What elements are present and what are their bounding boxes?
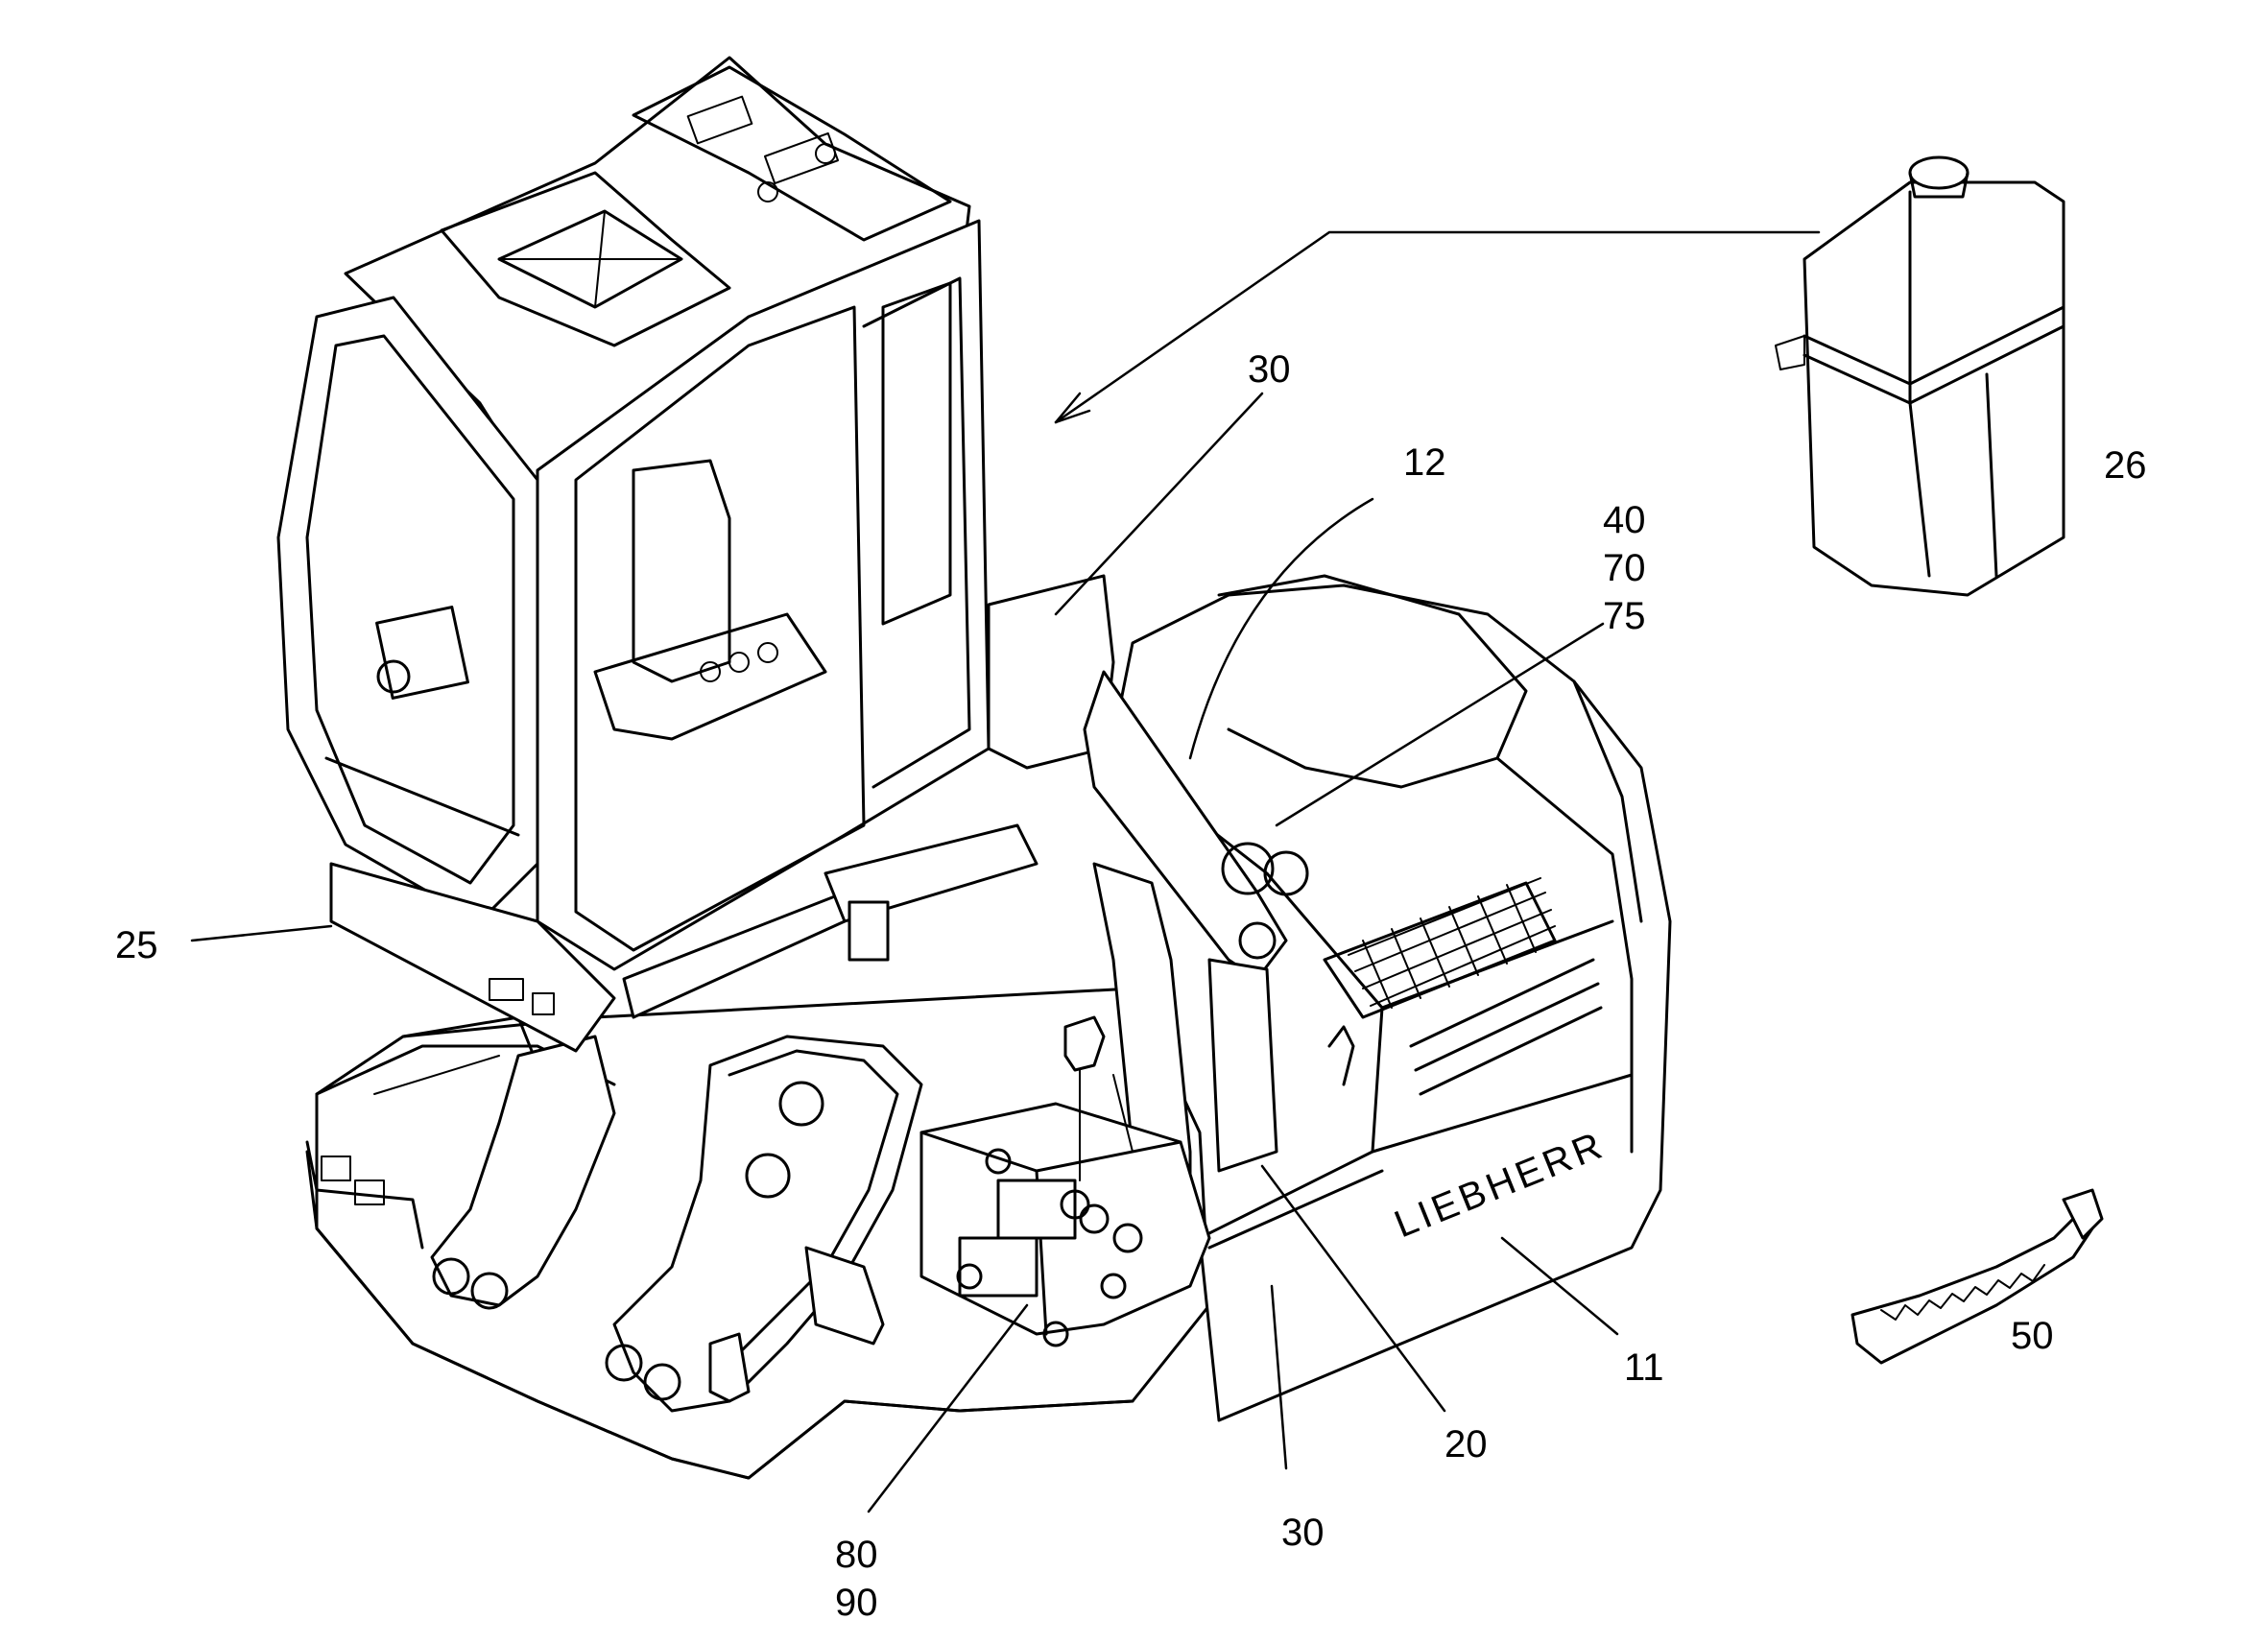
label-70: 70 bbox=[1603, 547, 1646, 589]
label-30-bottom: 30 bbox=[1281, 1512, 1325, 1554]
part-labels: 30 12 40 70 75 26 25 11 50 20 30 80 90 bbox=[115, 348, 2147, 1624]
label-40: 40 bbox=[1603, 499, 1646, 541]
valve-block bbox=[919, 1015, 1211, 1347]
cross-beam bbox=[824, 823, 1039, 962]
cab bbox=[276, 56, 991, 1053]
label-75: 75 bbox=[1603, 595, 1646, 637]
fluid-tank bbox=[1775, 155, 2065, 597]
column-tower bbox=[987, 574, 1309, 1259]
engine-housing: LIEBHERR bbox=[1111, 574, 1672, 1422]
label-30-top: 30 bbox=[1248, 348, 1291, 391]
label-80: 80 bbox=[835, 1534, 878, 1576]
label-11: 11 bbox=[1624, 1346, 1664, 1389]
leader-lines bbox=[190, 392, 1619, 1513]
label-90: 90 bbox=[835, 1582, 878, 1624]
wrench-tool bbox=[1850, 1188, 2104, 1365]
label-20: 20 bbox=[1444, 1423, 1488, 1465]
label-26: 26 bbox=[2104, 444, 2147, 487]
label-50: 50 bbox=[2011, 1315, 2054, 1357]
callout-arrow bbox=[1054, 230, 1821, 424]
label-25: 25 bbox=[115, 924, 158, 966]
label-12: 12 bbox=[1403, 441, 1446, 484]
boom-bracket bbox=[430, 1035, 923, 1413]
engine-grille bbox=[1348, 877, 1556, 1009]
